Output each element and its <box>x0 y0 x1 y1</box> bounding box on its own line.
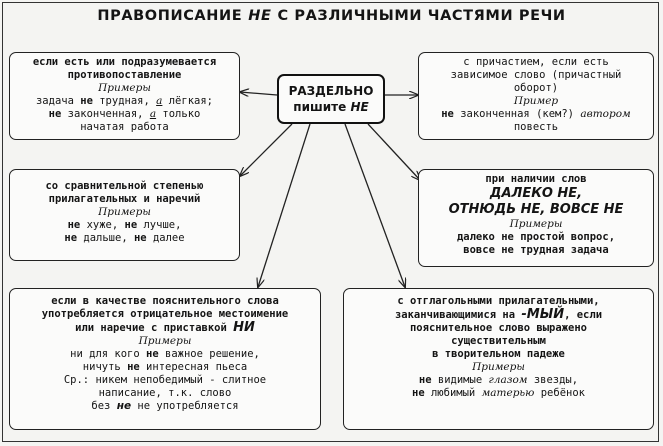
participle-example2: повесть <box>513 121 559 133</box>
center-line2: пишите НЕ <box>293 100 369 114</box>
pronoun-example1: ни для кого не важное решение, <box>70 348 260 360</box>
verbal-rule-line3: пояснительное слово выражено <box>409 322 587 334</box>
comparative-rule-line1: со сравнительной степенью <box>45 180 204 192</box>
far-from-example1: далеко не простой вопрос, <box>456 231 616 243</box>
arrow-to-top-left <box>240 92 278 95</box>
title-ne: НЕ <box>248 8 272 24</box>
page-title: ПРАВОПИСАНИЕ НЕ С РАЗЛИЧНЫМИ ЧАСТЯМИ РЕЧИ <box>0 8 663 24</box>
arrow-to-mid-left <box>240 123 293 176</box>
participle-rule-line2: зависимое слово (причастный <box>450 69 622 81</box>
far-from-words-line1: ДАЛЕКО НЕ, <box>489 186 583 201</box>
box-contrast: если есть или подразумевается противопос… <box>9 52 240 140</box>
center-rule-box: РАЗДЕЛЬНО пишите НЕ <box>277 74 385 124</box>
far-from-example2: вовсе не трудная задача <box>463 244 609 256</box>
pronoun-examples-label: Примеры <box>138 335 192 347</box>
pronoun-compare-line1: Ср.: никем непобедимый - слитное <box>63 374 267 386</box>
pronoun-rule-line3: или наречие с приставкой НИ <box>75 320 255 335</box>
far-from-words-line2: ОТНЮДЬ НЕ, ВОВСЕ НЕ <box>448 202 624 217</box>
pronoun-compare-line3: без не не употребляется <box>91 400 239 412</box>
far-from-examples-label: Примеры <box>509 218 563 230</box>
contrast-examples-label: Примеры <box>98 82 151 94</box>
verbal-example2: не любимый матерью ребёнок <box>412 387 585 399</box>
pronoun-rule-line1: если в качестве пояснительного слова <box>51 295 279 307</box>
participle-example1: не законченная (кем?) автором <box>441 108 631 120</box>
contrast-example3: начатая работа <box>80 121 169 133</box>
arrow-to-bottom-left <box>258 123 311 287</box>
participle-rule-line3: оборот) <box>513 82 559 94</box>
verbal-example1: не видимые глазом звезды, <box>418 374 579 386</box>
box-participle: с причастием, если есть зависимое слово … <box>418 52 654 140</box>
contrast-example1: задача не трудная, а лёгкая; <box>35 95 213 107</box>
participle-rule-line1: с причастием, если есть <box>463 56 609 68</box>
box-comparative: со сравнительной степенью прилагательных… <box>9 169 240 261</box>
verbal-rule-line4: существительным <box>451 335 546 347</box>
arrow-to-mid-right <box>367 123 420 180</box>
contrast-rule-line2: противопоставление <box>67 69 182 81</box>
comparative-example1: не хуже, не лучше, <box>67 219 182 231</box>
box-verbal-adjective: с отглагольными прилагательными, заканчи… <box>343 288 654 430</box>
box-far-from: при наличии слов ДАЛЕКО НЕ, ОТНЮДЬ НЕ, В… <box>418 169 654 267</box>
comparative-rule-line2: прилагательных и наречий <box>48 193 201 205</box>
center-line1: РАЗДЕЛЬНО <box>288 84 374 98</box>
pronoun-rule-line2: употребляется отрицательное местоимение <box>41 308 289 320</box>
contrast-rule-line1: если есть или подразумевается <box>32 56 217 68</box>
verbal-rule-line1: с отглагольными прилагательными, <box>397 295 600 307</box>
verbal-rule-line5: в творительном падеже <box>432 348 565 360</box>
comparative-example2: не дальше, не далее <box>64 232 185 244</box>
title-part1: ПРАВОПИСАНИЕ <box>97 8 243 24</box>
pronoun-compare-line2: написание, т.к. слово <box>98 387 232 399</box>
title-part2: С РАЗЛИЧНЫМИ ЧАСТЯМИ РЕЧИ <box>277 8 566 24</box>
outer-frame <box>2 2 659 442</box>
arrow-to-bottom-right <box>344 123 405 287</box>
pronoun-example2: ничуть не интересная пьеса <box>82 361 248 373</box>
verbal-examples-label: Примеры <box>472 361 525 373</box>
contrast-example2: не законченная, а только <box>48 108 201 120</box>
far-from-rule-line1: при наличии слов <box>485 173 587 185</box>
verbal-rule-line2: заканчивающимися на -МЫЙ, если <box>394 307 603 322</box>
participle-examples-label: Пример <box>513 95 559 107</box>
box-negative-pronoun: если в качестве пояснительного слова упо… <box>9 288 321 430</box>
comparative-examples-label: Примеры <box>98 206 151 218</box>
